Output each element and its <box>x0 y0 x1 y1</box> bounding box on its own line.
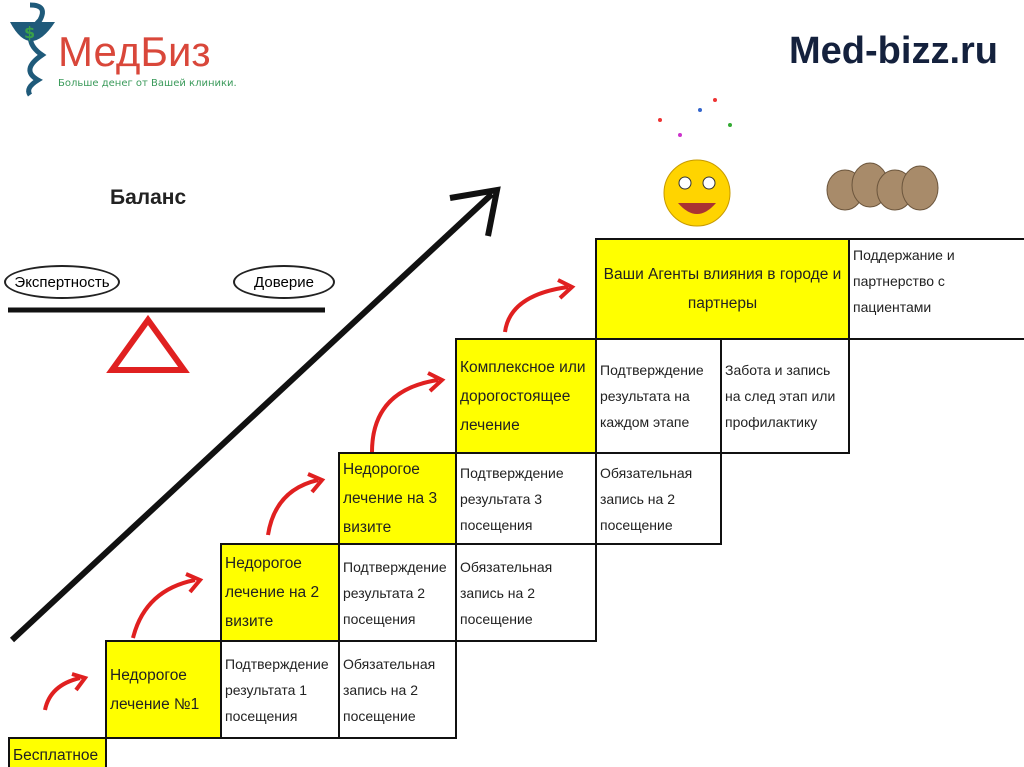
step-1-confirm: Подтверждение результата 1 посещения <box>220 640 340 739</box>
step-4-main: Комплексное или дорогостоящее лечение <box>455 338 597 454</box>
svg-text:$: $ <box>24 23 35 42</box>
site-title[interactable]: Med-bizz.ru <box>789 30 998 72</box>
step-3-confirm: Подтверждение результата 3 посещения <box>455 452 597 545</box>
step-2-booking: Обязательная запись на 2 посещение <box>455 543 597 642</box>
step-0-main: Бесплатное <box>8 737 107 767</box>
step-arrows-icon <box>43 278 576 711</box>
step-5-partnership: Поддержание и партнерство с пациентами <box>848 238 1024 340</box>
step-2-confirm: Подтверждение результата 2 посещения <box>338 543 457 642</box>
step-4-care: Забота и запись на след этап или профила… <box>720 338 850 454</box>
smiley-icon <box>658 98 732 227</box>
balance-title: Баланс <box>110 186 187 209</box>
money-bags-icon <box>826 162 939 211</box>
brand-name: МедБиз <box>58 28 211 75</box>
step-2-main: Недорогое лечение на 2 визите <box>220 543 340 642</box>
trust-label: Доверие <box>233 265 335 299</box>
step-1-booking: Обязательная запись на 2 посещение <box>338 640 457 739</box>
step-5-main: Ваши Агенты влияния в городе и партнеры <box>595 238 850 340</box>
balance-scale-icon <box>8 307 325 373</box>
step-3-booking: Обязательная запись на 2 посещение <box>595 452 722 545</box>
step-4-confirm: Подтверждение результата на каждом этапе <box>595 338 722 454</box>
expertise-label: Экспертность <box>4 265 120 299</box>
growth-arrow-icon <box>9 186 501 643</box>
step-1-main: Недорогое лечение №1 <box>105 640 222 739</box>
step-3-main: Недорогое лечение на 3 визите <box>338 452 457 545</box>
logo-caduceus-icon: $ <box>10 2 55 97</box>
brand-tagline: Больше денег от Вашей клиники. <box>58 78 237 89</box>
